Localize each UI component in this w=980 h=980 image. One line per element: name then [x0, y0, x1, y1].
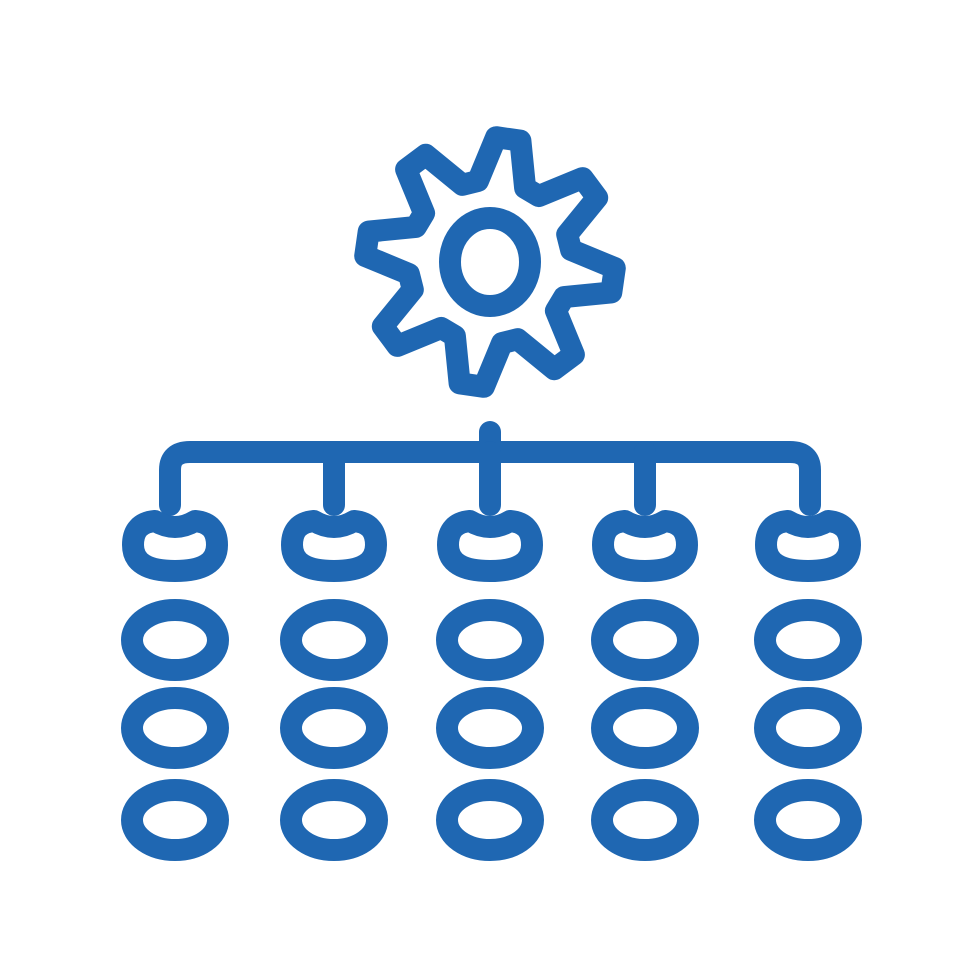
node — [591, 687, 699, 769]
node — [122, 510, 228, 582]
node-column — [121, 510, 229, 861]
gear-hub — [439, 207, 541, 317]
node-column — [280, 510, 388, 861]
node — [121, 687, 229, 769]
node — [755, 510, 861, 582]
node — [436, 687, 544, 769]
node — [280, 687, 388, 769]
node — [591, 599, 699, 681]
node — [280, 599, 388, 681]
node-column — [754, 510, 862, 861]
node — [591, 779, 699, 861]
node — [754, 599, 862, 681]
gear-icon — [354, 126, 626, 398]
node — [121, 599, 229, 681]
node — [436, 779, 544, 861]
gear-outline — [354, 126, 626, 398]
node-columns — [121, 510, 862, 861]
node-column — [436, 510, 544, 861]
node — [280, 779, 388, 861]
node-column — [591, 510, 699, 861]
connector-lines — [159, 421, 821, 516]
node — [121, 779, 229, 861]
node — [281, 510, 387, 582]
node — [754, 779, 862, 861]
node — [437, 510, 543, 582]
node — [754, 687, 862, 769]
node — [592, 510, 698, 582]
node — [436, 599, 544, 681]
